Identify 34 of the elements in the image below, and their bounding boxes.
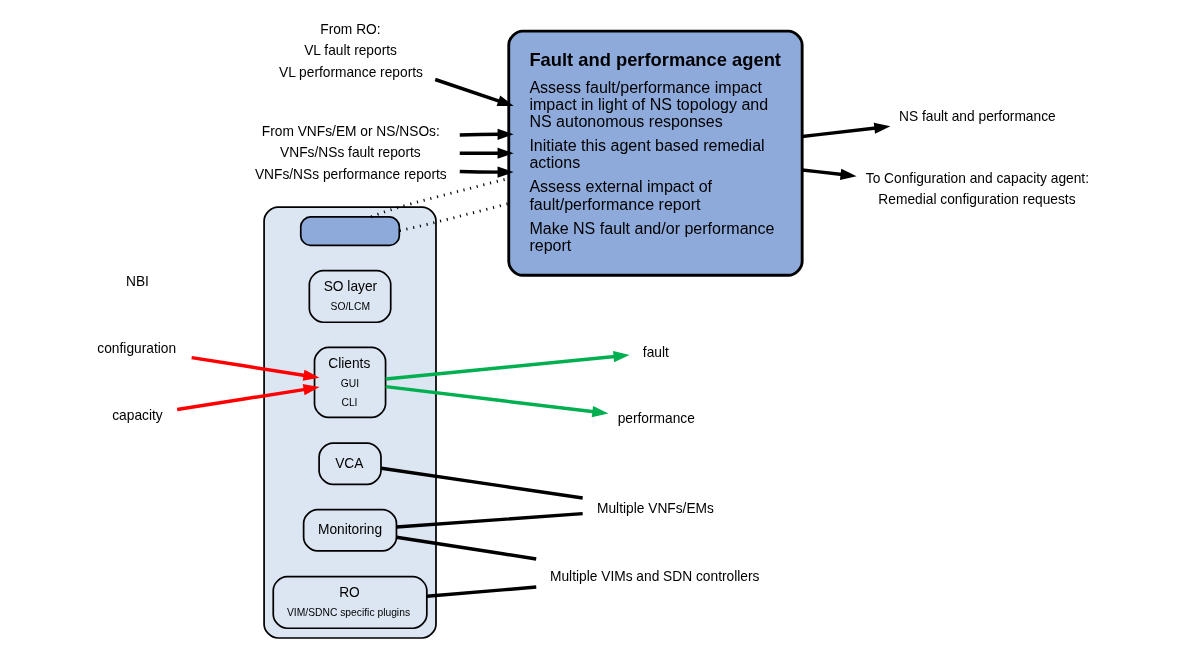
node-box: Monitoring bbox=[302, 508, 397, 552]
node-text: Multiple VNFs/EMs bbox=[596, 500, 714, 516]
connector bbox=[380, 466, 583, 500]
arrow bbox=[801, 168, 857, 180]
node-text: From RO: VL fault reports VL performance reports bbox=[278, 21, 423, 81]
connector bbox=[395, 511, 583, 529]
arrow bbox=[190, 355, 319, 381]
node-text: NS fault and performance bbox=[898, 108, 1056, 124]
node-text: To Configuration and capacity agent: Remedial configuration requests bbox=[865, 170, 1089, 208]
node-text: performance bbox=[617, 411, 695, 427]
node-text: From VNFs/EM or NS/NSOs: VNFs/NSs fault reports VNFs/NSs performance reports bbox=[254, 123, 447, 183]
node-box: VCA bbox=[317, 442, 382, 486]
node-box: SO layer SO/LCM bbox=[308, 269, 392, 324]
node-box bbox=[299, 215, 400, 247]
connector bbox=[426, 585, 536, 598]
arrow bbox=[459, 166, 514, 178]
label: NBI bbox=[125, 274, 149, 290]
arrow bbox=[385, 351, 630, 381]
node-box: Fault and performance agent Assess fault/performance impact impact in light of NS topology and NS autonomous responses Initiate this agent based remedial actions Assess external impact of fault/performance report Make NS fault and/or performance report bbox=[506, 29, 804, 277]
arrow bbox=[384, 384, 608, 418]
cluster bbox=[262, 206, 437, 639]
arrow bbox=[801, 122, 890, 139]
node-text: Multiple VIMs and SDN controllers bbox=[549, 569, 759, 585]
node-text: fault bbox=[642, 344, 669, 360]
node-text: configuration bbox=[96, 341, 176, 357]
connector bbox=[398, 202, 509, 233]
arrow bbox=[434, 77, 514, 107]
arrow bbox=[459, 128, 514, 140]
node-text: capacity bbox=[111, 407, 163, 423]
connector bbox=[395, 535, 536, 561]
node-box: Clients GUI CLI bbox=[313, 346, 386, 419]
node-box: RO VIM/SDNC specific plugins bbox=[271, 575, 428, 630]
arrow bbox=[176, 384, 320, 412]
arrow bbox=[459, 147, 514, 159]
